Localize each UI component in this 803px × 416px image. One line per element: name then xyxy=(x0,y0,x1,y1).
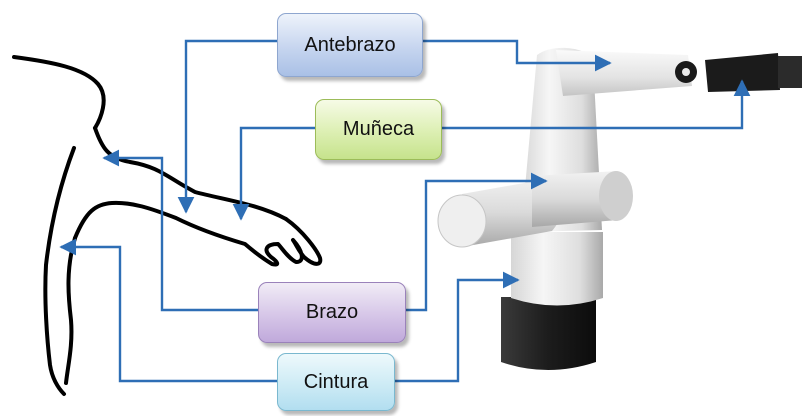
robot-arm xyxy=(437,47,802,370)
connectors xyxy=(59,39,751,383)
torso-side-line xyxy=(64,236,77,385)
connector-antebrazo-robot xyxy=(423,39,612,72)
human-arm-outline xyxy=(12,55,323,396)
connector-brazo-robot xyxy=(406,172,548,312)
robot-base xyxy=(501,297,596,370)
robot-waist-cylinder xyxy=(511,232,603,306)
label-cintura: Cintura xyxy=(277,353,395,411)
robot-forearm xyxy=(556,50,692,96)
connector-cintura-human xyxy=(59,238,277,383)
shoulder-back-line xyxy=(12,55,106,130)
robot-shoulder-end-cap xyxy=(599,171,633,221)
label-cintura-text: Cintura xyxy=(303,370,369,393)
robot-gripper-tip xyxy=(778,56,802,88)
label-muneca-text: Muñeca xyxy=(342,118,415,140)
body-front-line xyxy=(43,146,76,396)
label-brazo: Brazo xyxy=(258,282,406,343)
robot-gripper xyxy=(705,53,780,92)
label-muneca: Muñeca xyxy=(315,99,442,160)
robot-upper-arm-end-cap xyxy=(437,194,487,248)
hand-contour xyxy=(73,200,323,267)
connector-muneca-human xyxy=(232,126,315,221)
robot-wrist-joint-hub xyxy=(682,68,690,76)
label-antebrazo-text: Antebrazo xyxy=(304,33,396,56)
connector-antebrazo-human xyxy=(177,39,277,214)
connector-cintura-robot xyxy=(395,271,520,383)
arm-top-contour xyxy=(93,126,288,221)
connector-brazo-human xyxy=(102,149,258,312)
label-antebrazo: Antebrazo xyxy=(277,13,423,77)
connector-muneca-robot xyxy=(442,79,751,130)
label-brazo-text: Brazo xyxy=(305,301,359,323)
